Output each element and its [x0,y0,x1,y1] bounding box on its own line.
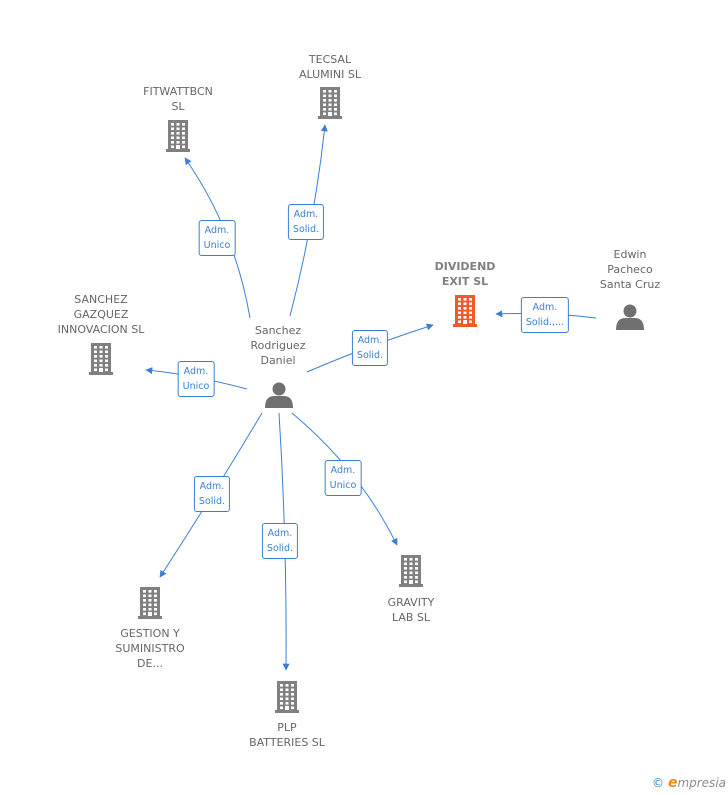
node-label-line: FITWATTBCN [143,85,213,98]
node-label-line: ALUMINI SL [299,68,361,81]
node-label-line: DE... [137,657,163,670]
node-label-line: SANCHEZ [74,293,128,306]
node-label-line: Pacheco [607,263,653,276]
edge-label-line: Adm. [293,209,319,220]
node-label-line: Daniel [260,354,296,367]
edge-label-line: Adm. [183,366,209,377]
node-label-line: Edwin [613,248,647,261]
building-icon-tecsal[interactable] [318,87,342,119]
node-label-dividend[interactable]: DIVIDEND EXIT SL [435,259,496,289]
edge-label-line: Solid.,... [525,317,565,328]
node-label-line: Sanchez [254,324,302,337]
node-label-line: SUMINISTRO [115,642,185,655]
node-label-line: DIVIDEND [434,260,496,273]
building-icon-gravity[interactable] [399,555,423,587]
building-icon-fitwatt[interactable] [166,120,190,152]
edge-label-line: Solid. [356,350,384,361]
building-icon-sanchezg[interactable] [89,343,113,375]
node-label-plp[interactable]: PLP BATTERIES SL [249,720,325,750]
edge-label-sanchezr-plp[interactable]: Adm. Solid. [261,523,299,559]
node-label-line: INNOVACION SL [57,323,145,336]
node-label-line: Rodriguez [250,339,306,352]
node-label-line: EXIT SL [441,275,489,288]
edge-label-line: Adm. [330,465,356,476]
node-label-gravity[interactable]: GRAVITY LAB SL [388,595,435,625]
edge-label-sanchezr-gestion[interactable]: Adm. Solid. [193,476,231,512]
edge-label-line: Solid. [266,543,294,554]
copyright-icon: © [651,776,664,790]
footer-brand: ©empresia [652,775,726,791]
building-icon-dividend[interactable] [453,295,477,327]
node-label-line: SL [171,100,185,113]
node-label-sanchezg[interactable]: SANCHEZ GAZQUEZ INNOVACION SL [58,292,145,337]
edge-label-sanchezr-fitwatt[interactable]: Adm. Unico [198,220,236,256]
edge-label-line: Unico [182,381,210,392]
node-label-fitwatt[interactable]: FITWATTBCN SL [143,84,213,114]
node-label-line: GESTION Y [120,627,180,640]
person-icon-edwin[interactable] [616,304,644,331]
edge-label-edwin-dividend[interactable]: Adm. Solid.,... [520,297,570,333]
node-label-line: BATTERIES SL [249,736,325,749]
edge-label-sanchezr-sanchezg[interactable]: Adm. Unico [177,361,215,397]
edge-label-line: Adm. [204,225,230,236]
building-icon-gestion[interactable] [138,587,162,619]
node-label-gestion[interactable]: GESTION Y SUMINISTRO DE... [115,626,184,671]
edge-label-line: Adm. [357,335,383,346]
node-label-line: Santa Cruz [599,278,661,291]
edge-label-line: Solid. [198,496,226,507]
edge-label-line: Adm. [532,302,558,313]
edge-label-line: Unico [329,480,357,491]
edge-label-line: Adm. [199,481,225,492]
brand-logo: empresia [667,775,726,791]
edge-label-sanchezr-gravity[interactable]: Adm. Unico [324,460,362,496]
person-icon-sanchezr[interactable] [265,382,293,409]
edge-label-line: Solid. [292,224,320,235]
edge-label-sanchezr-tecsal[interactable]: Adm. Solid. [287,204,325,240]
node-label-line: PLP [277,721,297,734]
node-label-tecsal[interactable]: TECSAL ALUMINI SL [299,52,361,82]
edge-label-line: Adm. [267,528,293,539]
node-label-line: TECSAL [308,53,352,66]
edge-label-line: Unico [203,240,231,251]
edge-label-sanchezr-dividend[interactable]: Adm. Solid. [351,330,389,366]
node-label-line: LAB SL [391,611,431,624]
node-label-line: GRAVITY [387,596,435,609]
node-label-line: GAZQUEZ [73,308,129,321]
building-icon-plp[interactable] [275,681,299,713]
